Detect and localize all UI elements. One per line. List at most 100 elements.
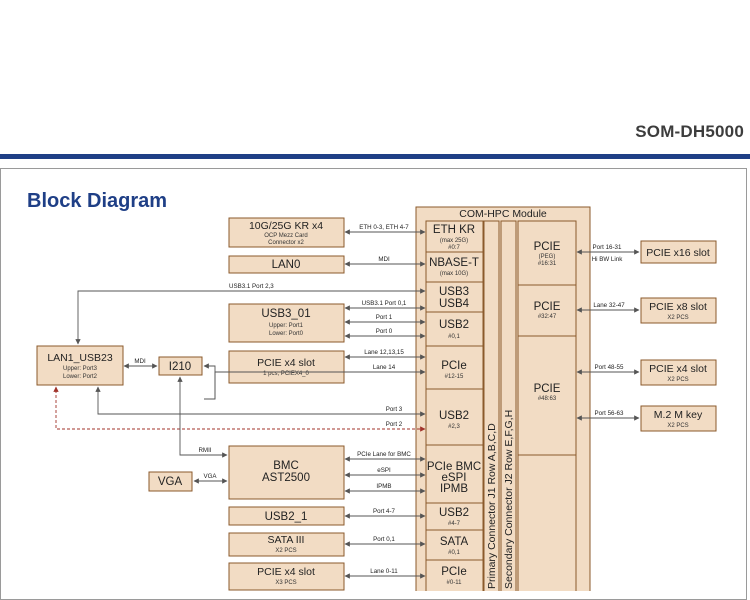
connector-j2: [500, 220, 517, 591]
pcie-x4-slot-box-2: [228, 562, 345, 591]
pcie-x4-right-box: [640, 359, 717, 386]
header-rule: [0, 154, 750, 159]
usb3-01-sub: Upper: Port1: [269, 323, 304, 329]
ocp-sub: OCP Mezz Card: [264, 233, 308, 239]
product-name: SOM-DH5000: [635, 122, 744, 141]
lan1-usb23-box: [36, 345, 124, 386]
cell-sata-sub: #0,1: [448, 550, 460, 556]
lan0-label: LAN0: [272, 259, 301, 271]
bmc-label: BMC: [273, 460, 299, 472]
cell-pcie-peg: [517, 220, 577, 286]
connector-j2-label: Secondary Connector J2 Row E,F,G,H: [503, 410, 515, 589]
vga-label: VGA: [158, 476, 183, 488]
link-vga-label: VGA: [203, 473, 217, 480]
link-ipmb-label: IPMB: [376, 483, 391, 490]
sata-iii-box: [228, 532, 345, 557]
cell-pcie-0-11-sub: #0-11: [447, 580, 463, 586]
cell-eth-kr-sub: (max 25G): [440, 238, 468, 244]
cell-pcie-0-11: [425, 559, 484, 591]
link-usb31-01-label: USB3.1 Port 0,1: [362, 300, 407, 307]
usb2-1-box: [228, 506, 345, 526]
pcie-x8-sub: X2 PCS: [667, 315, 688, 321]
diagram-title: Block Diagram: [27, 190, 168, 212]
cell-eth-kr-sub2: #0:7: [448, 245, 460, 251]
cell-sata: [425, 529, 484, 561]
usb3-01-sub2: Lower: Port0: [269, 331, 304, 337]
link-port1-label: Port 1: [376, 314, 393, 321]
cell-pcie-32-47-label: PCIE: [534, 301, 561, 313]
link-port2-label: Port 2: [386, 421, 403, 428]
cell-nbase-t-sub: (max 10G): [440, 271, 468, 277]
vga-box: [148, 471, 193, 492]
pcie-x4-right-label: PCIE x4 slot: [649, 363, 707, 375]
pcie-x4-slot-2-label: PCIE x4 slot: [257, 566, 315, 578]
link-lane011-label: Lane 0-11: [370, 568, 398, 575]
module-right-stack: PCIE (PEG) #16:31 PCIE #32:47 PCIE #48:6…: [517, 220, 577, 591]
cell-usb4-label: USB4: [439, 298, 470, 310]
cell-usb2-23-label: USB2: [439, 410, 469, 422]
link-usb31-23-label: USB3.1 Port 2,3: [229, 283, 274, 290]
ocp-sub2: Connector x2: [268, 240, 304, 246]
cell-pcie-bmc: [425, 444, 484, 504]
pcie-x4-slot-1-label: PCIE x4 slot: [257, 357, 315, 369]
cell-ipmb-label: IPMB: [440, 483, 468, 495]
lan1-usb23-sub: Upper: Port3: [63, 366, 98, 372]
lan1-usb23-label: LAN1_USB23: [47, 352, 113, 364]
link-port47-label: Port 4-7: [373, 508, 396, 515]
sata-iii-label: SATA III: [268, 534, 305, 546]
link-port1631-label: Port 16-31: [593, 244, 622, 251]
cell-pcie-48-63: [517, 335, 577, 456]
cell-pcie-bmc-label: PCIe BMC: [427, 461, 481, 473]
ocp-label: 10G/25G KR x4: [249, 220, 323, 232]
cell-pcie-48-63-label: PCIE: [534, 383, 561, 395]
pcie-x8-label: PCIE x8 slot: [649, 301, 707, 313]
pcie-x16-slot-box: [640, 240, 717, 264]
cell-usb2-23: [425, 388, 484, 446]
sata-iii-sub: X2 PCS: [275, 548, 296, 554]
cell-empty: [517, 454, 577, 591]
pcie-x4-right-sub: X2 PCS: [667, 377, 688, 383]
link-eth-label: ETH 0-3, ETH 4-7: [359, 224, 409, 231]
cell-nbase-t-label: NBASE-T: [429, 257, 479, 269]
link-port01-label: Port 0,1: [373, 536, 395, 543]
cell-pcie-0-11-label: PCIe: [441, 566, 467, 578]
connector-j1: [483, 220, 500, 591]
link-lane12-label: Lane 12,13,15: [364, 349, 404, 356]
link-port5663-label: Port 56-63: [595, 410, 624, 417]
link-rmii-label: RMII: [198, 447, 211, 454]
links-left: ETH 0-3, ETH 4-7 MDI USB3.1 Port 2,3 USB…: [53, 224, 426, 579]
cell-espi-label: eSPI: [442, 472, 467, 484]
cell-usb2-01-label: USB2: [439, 319, 469, 331]
cell-pcie-peg-sub2: #16:31: [538, 261, 557, 267]
m2-label: M.2 M key: [654, 409, 703, 421]
usb3-01-label: USB3_01: [261, 308, 310, 320]
cell-pcie-peg-sub: (PEG): [539, 254, 556, 260]
cell-eth-kr: [425, 220, 484, 253]
connector-j1-label: Primary Connector J1 Row A,B,C,D: [486, 423, 498, 589]
links-right: Port 16-31 Hi BW Link Lane 32-47 Port 48…: [576, 244, 640, 421]
lan0-box: [228, 255, 345, 274]
cell-pcie-peg-label: PCIE: [534, 241, 561, 253]
link-lane14-label: Lane 14: [373, 364, 396, 371]
i210-label: I210: [169, 361, 191, 373]
pcie-x16-label: PCIE x16 slot: [646, 247, 710, 259]
m2-sub: X2 PCS: [667, 423, 688, 429]
bmc-sub: AST2500: [262, 472, 310, 484]
module-left-stack: ETH KR (max 25G) #0:7 NBASE-T (max 10G) …: [425, 220, 484, 591]
cell-usb2-23-sub: #2,3: [448, 424, 460, 430]
usb2-1-label: USB2_1: [265, 511, 308, 523]
module-title: COM-HPC Module: [459, 208, 547, 220]
cell-sata-label: SATA: [440, 536, 469, 548]
i210-box: [158, 356, 203, 376]
cell-usb2-47-label: USB2: [439, 507, 469, 519]
ocp-mezz-box: [228, 217, 345, 248]
pcie-x4-slot-1-sub: 1 pcs, PCIEX4_0: [263, 371, 309, 377]
cell-eth-kr-label: ETH KR: [433, 224, 475, 236]
cell-usb3-label: USB3: [439, 286, 469, 298]
m2-m-key-box: [640, 405, 717, 432]
link-port0-label: Port 0: [376, 328, 393, 335]
cell-usb2-01-sub: #0,1: [448, 334, 460, 340]
link-hibw-label: Hi BW Link: [592, 256, 624, 263]
pcie-x4-slot-box-1: [228, 350, 345, 384]
